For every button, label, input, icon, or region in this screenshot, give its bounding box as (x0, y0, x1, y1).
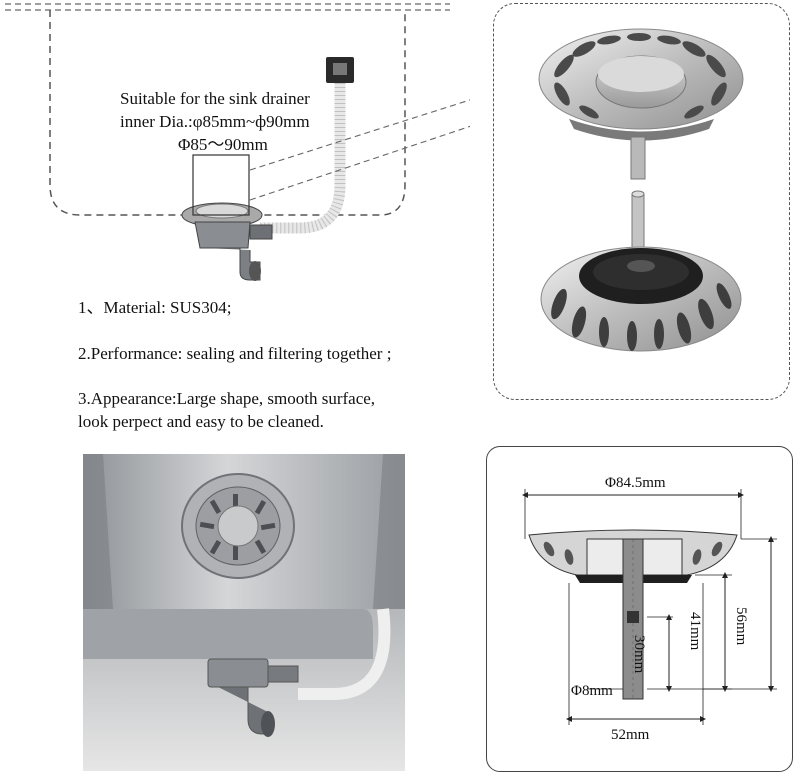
dimension-drawing-panel: Φ84.5mm 56mm 41mm 30mm Φ8mm 52mm (486, 446, 793, 772)
dimension-drawing (522, 489, 777, 725)
exploded-strainer-illustration (538, 28, 744, 352)
strainer-zoom-panel (493, 3, 790, 400)
installed-sink-photo (83, 454, 405, 771)
strainer-basket-top (538, 28, 744, 141)
strainer-basket-bottom (540, 246, 742, 352)
feature-performance: 2.Performance: sealing and filtering tog… (78, 344, 392, 363)
feature-appearance-line-2: look perpect and easy to be cleaned. (78, 412, 324, 431)
photo-drain-body (207, 658, 269, 688)
diagram-caption-line-3: Φ85～90mm (178, 135, 268, 154)
diameter-indicator-box (192, 154, 250, 216)
feature-appearance-line-1: 3.Appearance:Large shape, smooth surface… (78, 389, 376, 408)
dimension-bottom-width: 52mm (611, 727, 650, 743)
diagram-caption-line-2: inner Dia.:φ85mm~ф90mm (120, 112, 310, 131)
diagram-caption-line-1: Suitable for the sink drainer (120, 89, 310, 108)
upper-stem (630, 136, 646, 180)
lower-stem (631, 193, 645, 255)
dimension-stem-diameter: Φ8mm (571, 683, 613, 699)
dimension-stem-length: 30mm (631, 635, 647, 674)
feature-material: 1、Material: SUS304; (78, 298, 232, 317)
dimension-body-height: 41mm (687, 612, 703, 651)
photo-overflow-hose (298, 608, 391, 700)
dimension-top-diameter: Φ84.5mm (605, 475, 666, 491)
sink-installation-diagram (5, 3, 470, 281)
dimension-total-height: 56mm (733, 607, 749, 646)
